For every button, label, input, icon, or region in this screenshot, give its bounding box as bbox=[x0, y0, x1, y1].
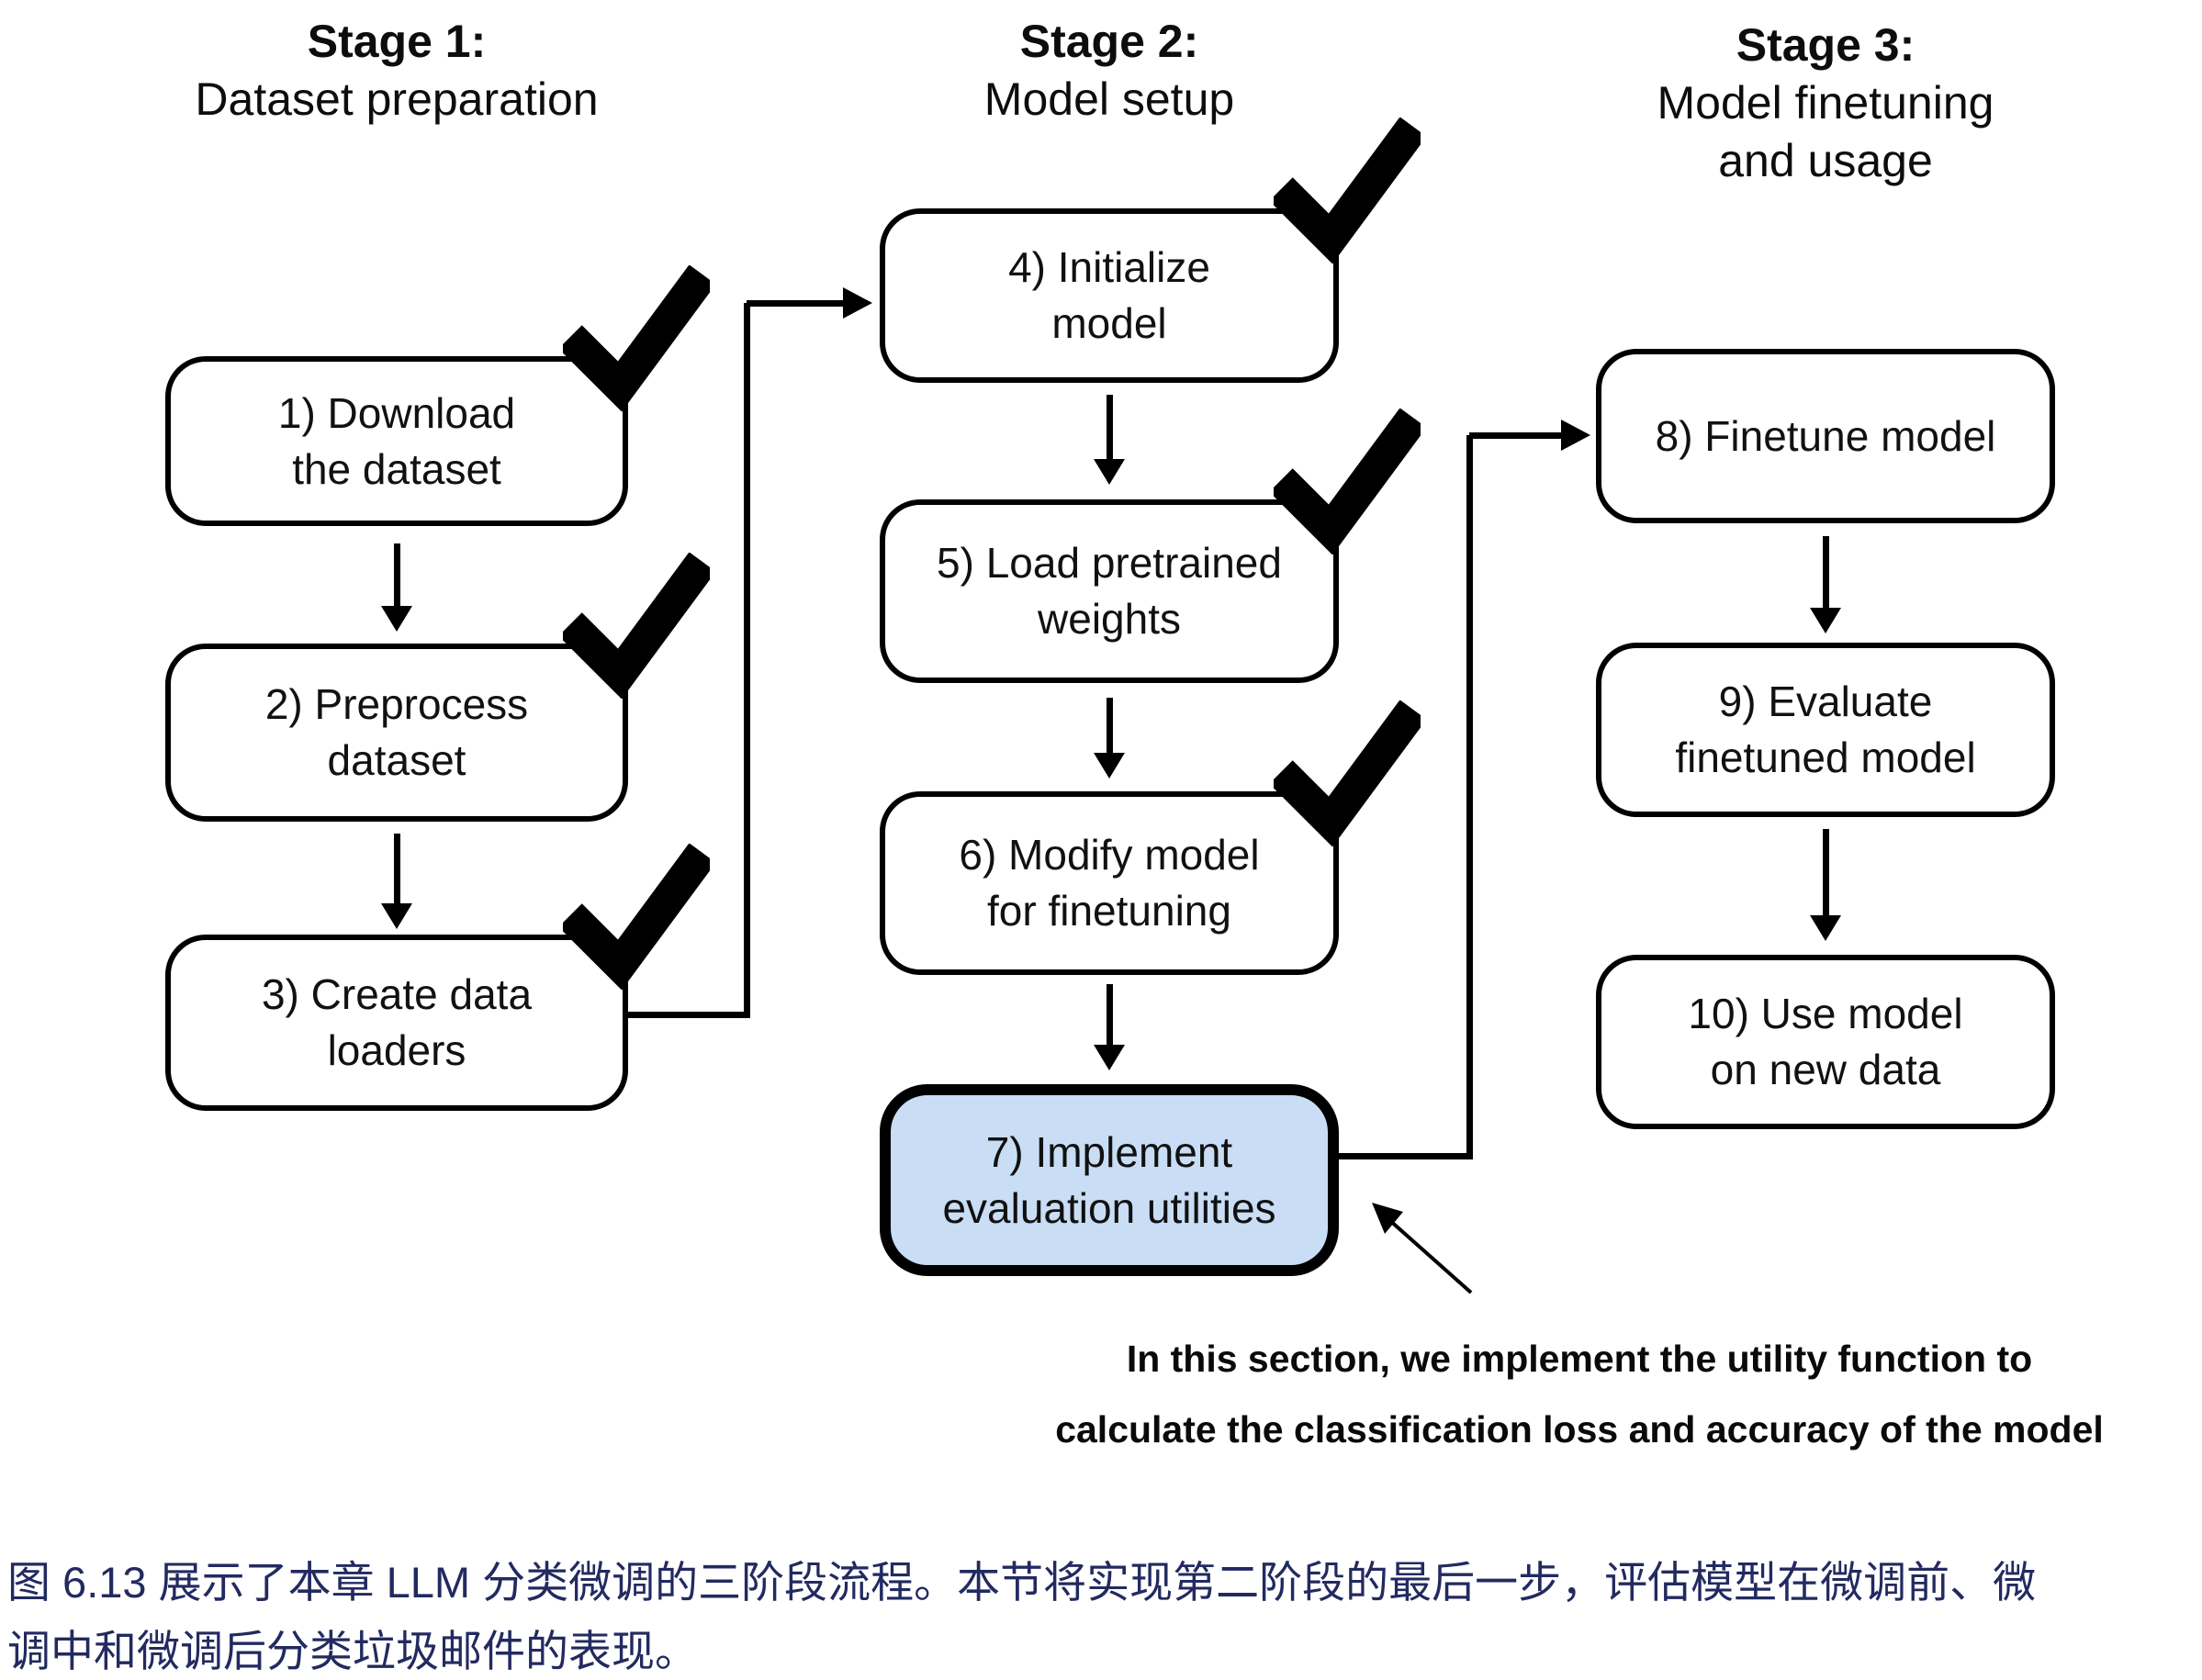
down-arrow-1-2 bbox=[381, 543, 412, 632]
down-arrow-6-7 bbox=[1094, 984, 1125, 1070]
connector-line bbox=[1466, 435, 1473, 1159]
box2-line1: 2) Preprocess bbox=[264, 680, 529, 728]
down-arrow-4-5 bbox=[1094, 395, 1125, 485]
flow-box-4-initialize-model: 4) Initialize model bbox=[880, 118, 1421, 383]
flow-box-5-load-pretrained-weights: 5) Load pretrained weights bbox=[880, 409, 1421, 683]
stage1-title: Stage 1: bbox=[307, 16, 487, 67]
flow-box-9-evaluate-finetuned-model: 9) Evaluate finetuned model bbox=[1596, 643, 2055, 817]
stage1-header: Stage 1: Dataset preparation bbox=[112, 13, 681, 129]
box7-line2: evaluation utilities bbox=[942, 1183, 1276, 1232]
arrowhead-icon bbox=[1561, 420, 1590, 451]
box3-line2: loaders bbox=[327, 1026, 466, 1074]
arrowhead-icon bbox=[843, 287, 872, 319]
box9-line1: 9) Evaluate bbox=[1718, 678, 1933, 725]
connector-line bbox=[747, 300, 843, 307]
box3-line1: 3) Create data bbox=[261, 970, 533, 1018]
checkmark-icon bbox=[563, 553, 710, 700]
flow-box-6-modify-model-for-finetuning: 6) Modify model for finetuning bbox=[880, 700, 1421, 975]
flow-box-8-finetune-model: 8) Finetune model bbox=[1596, 349, 2055, 523]
box2-line2: dataset bbox=[327, 736, 466, 784]
checkmark-icon bbox=[1274, 409, 1421, 555]
box5-line2: weights bbox=[1038, 595, 1181, 643]
stage3-header: Stage 3: Model finetuning and usage bbox=[1541, 17, 2110, 190]
down-arrow-2-3 bbox=[381, 834, 412, 929]
down-arrow-9-10 bbox=[1810, 829, 1841, 941]
box9-line2: finetuned model bbox=[1675, 734, 1976, 781]
box5-line1: 5) Load pretrained bbox=[937, 539, 1282, 587]
down-arrow-5-6 bbox=[1094, 698, 1125, 778]
checkmark-icon bbox=[1274, 700, 1421, 847]
checkmark-icon bbox=[1274, 118, 1421, 264]
flow-box-3-create-data-loaders: 3) Create data loaders bbox=[165, 844, 710, 1111]
flow-box-1-download-dataset: 1) Download the dataset bbox=[165, 265, 710, 526]
connector-line bbox=[1339, 1153, 1469, 1159]
checkmark-icon bbox=[563, 265, 710, 412]
box6-line2: for finetuning bbox=[987, 887, 1231, 935]
box8-line1: 8) Finetune model bbox=[1655, 411, 1996, 460]
box4-line1: 4) Initialize bbox=[1008, 243, 1210, 291]
caption-line2: 调中和微调后分类垃圾邮件的表现。 bbox=[7, 1627, 698, 1675]
checkmark-icon bbox=[563, 844, 710, 991]
down-arrow-8-9 bbox=[1810, 536, 1841, 633]
annotation-text: In this section, we implement the utilit… bbox=[973, 1324, 2185, 1465]
connector-line bbox=[1469, 432, 1561, 439]
box10-line1: 10) Use model bbox=[1688, 990, 1963, 1037]
box4-line2: model bbox=[1051, 299, 1167, 347]
box7-line1: 7) Implement bbox=[985, 1127, 1233, 1176]
box6-line1: 6) Modify model bbox=[959, 831, 1260, 879]
box1-line2: the dataset bbox=[292, 444, 501, 493]
flow-box-10-use-model-on-new-data: 10) Use model on new data bbox=[1596, 955, 2055, 1129]
stage2-title: Stage 2: bbox=[1019, 16, 1199, 67]
stage3-subtitle-line2: and usage bbox=[1718, 135, 1933, 186]
caption-line1: 图 6.13 展示了本章 LLM 分类微调的三阶段流程。本节将实现第二阶段的最后… bbox=[7, 1558, 2037, 1607]
flow-box-2-preprocess-dataset: 2) Preprocess dataset bbox=[165, 553, 710, 822]
flow-box-7-implement-evaluation-utilities: 7) Implement evaluation utilities bbox=[880, 1084, 1339, 1276]
box1-line1: 1) Download bbox=[277, 388, 516, 437]
figure-caption: 图 6.13 展示了本章 LLM 分类微调的三阶段流程。本节将实现第二阶段的最后… bbox=[7, 1548, 2197, 1680]
stage3-subtitle-line1: Model finetuning bbox=[1657, 77, 1994, 129]
annotation-pointer-arrow-icon bbox=[1372, 1203, 1473, 1294]
stage2-subtitle: Model setup bbox=[983, 73, 1235, 125]
connector-line bbox=[628, 1012, 748, 1018]
box10-line2: on new data bbox=[1710, 1046, 1941, 1093]
annotation-line1: In this section, we implement the utilit… bbox=[1126, 1338, 2033, 1380]
annotation-line2: calculate the classification loss and ac… bbox=[1055, 1408, 2104, 1450]
stage2-header: Stage 2: Model setup bbox=[825, 13, 1394, 129]
stage3-title: Stage 3: bbox=[1736, 19, 1916, 71]
connector-line bbox=[744, 303, 750, 1018]
stage1-subtitle: Dataset preparation bbox=[195, 73, 599, 125]
